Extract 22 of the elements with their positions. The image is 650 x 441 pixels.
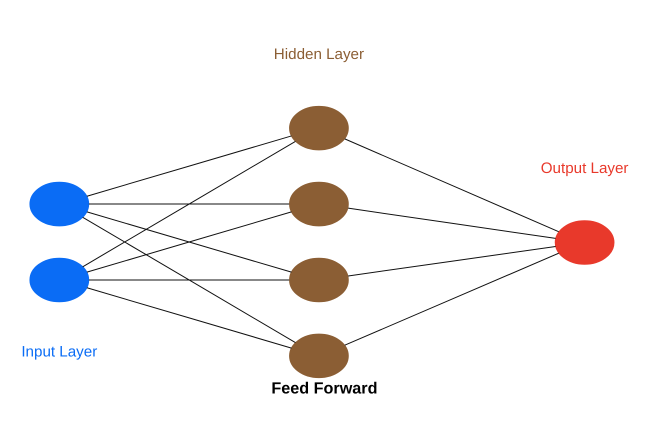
connector xyxy=(348,208,556,239)
node-circle xyxy=(29,258,90,302)
node-circle xyxy=(289,182,349,226)
connector xyxy=(88,204,290,205)
node-circle xyxy=(29,182,90,226)
connector xyxy=(344,252,559,346)
label: Input Layer xyxy=(21,343,98,360)
connector xyxy=(82,216,296,344)
connector xyxy=(86,287,292,349)
node-circle xyxy=(289,334,349,378)
node-circle xyxy=(289,258,349,302)
node-circle xyxy=(554,220,614,265)
connector xyxy=(82,141,296,268)
connector xyxy=(88,279,290,280)
connector xyxy=(86,135,292,197)
connector xyxy=(344,138,559,232)
label: Output Layer xyxy=(540,160,628,178)
caption: Feed Forward xyxy=(271,380,378,398)
connector xyxy=(348,246,556,276)
node-circle xyxy=(289,106,349,150)
connector xyxy=(86,211,292,273)
label: Hidden Layer xyxy=(274,46,364,63)
